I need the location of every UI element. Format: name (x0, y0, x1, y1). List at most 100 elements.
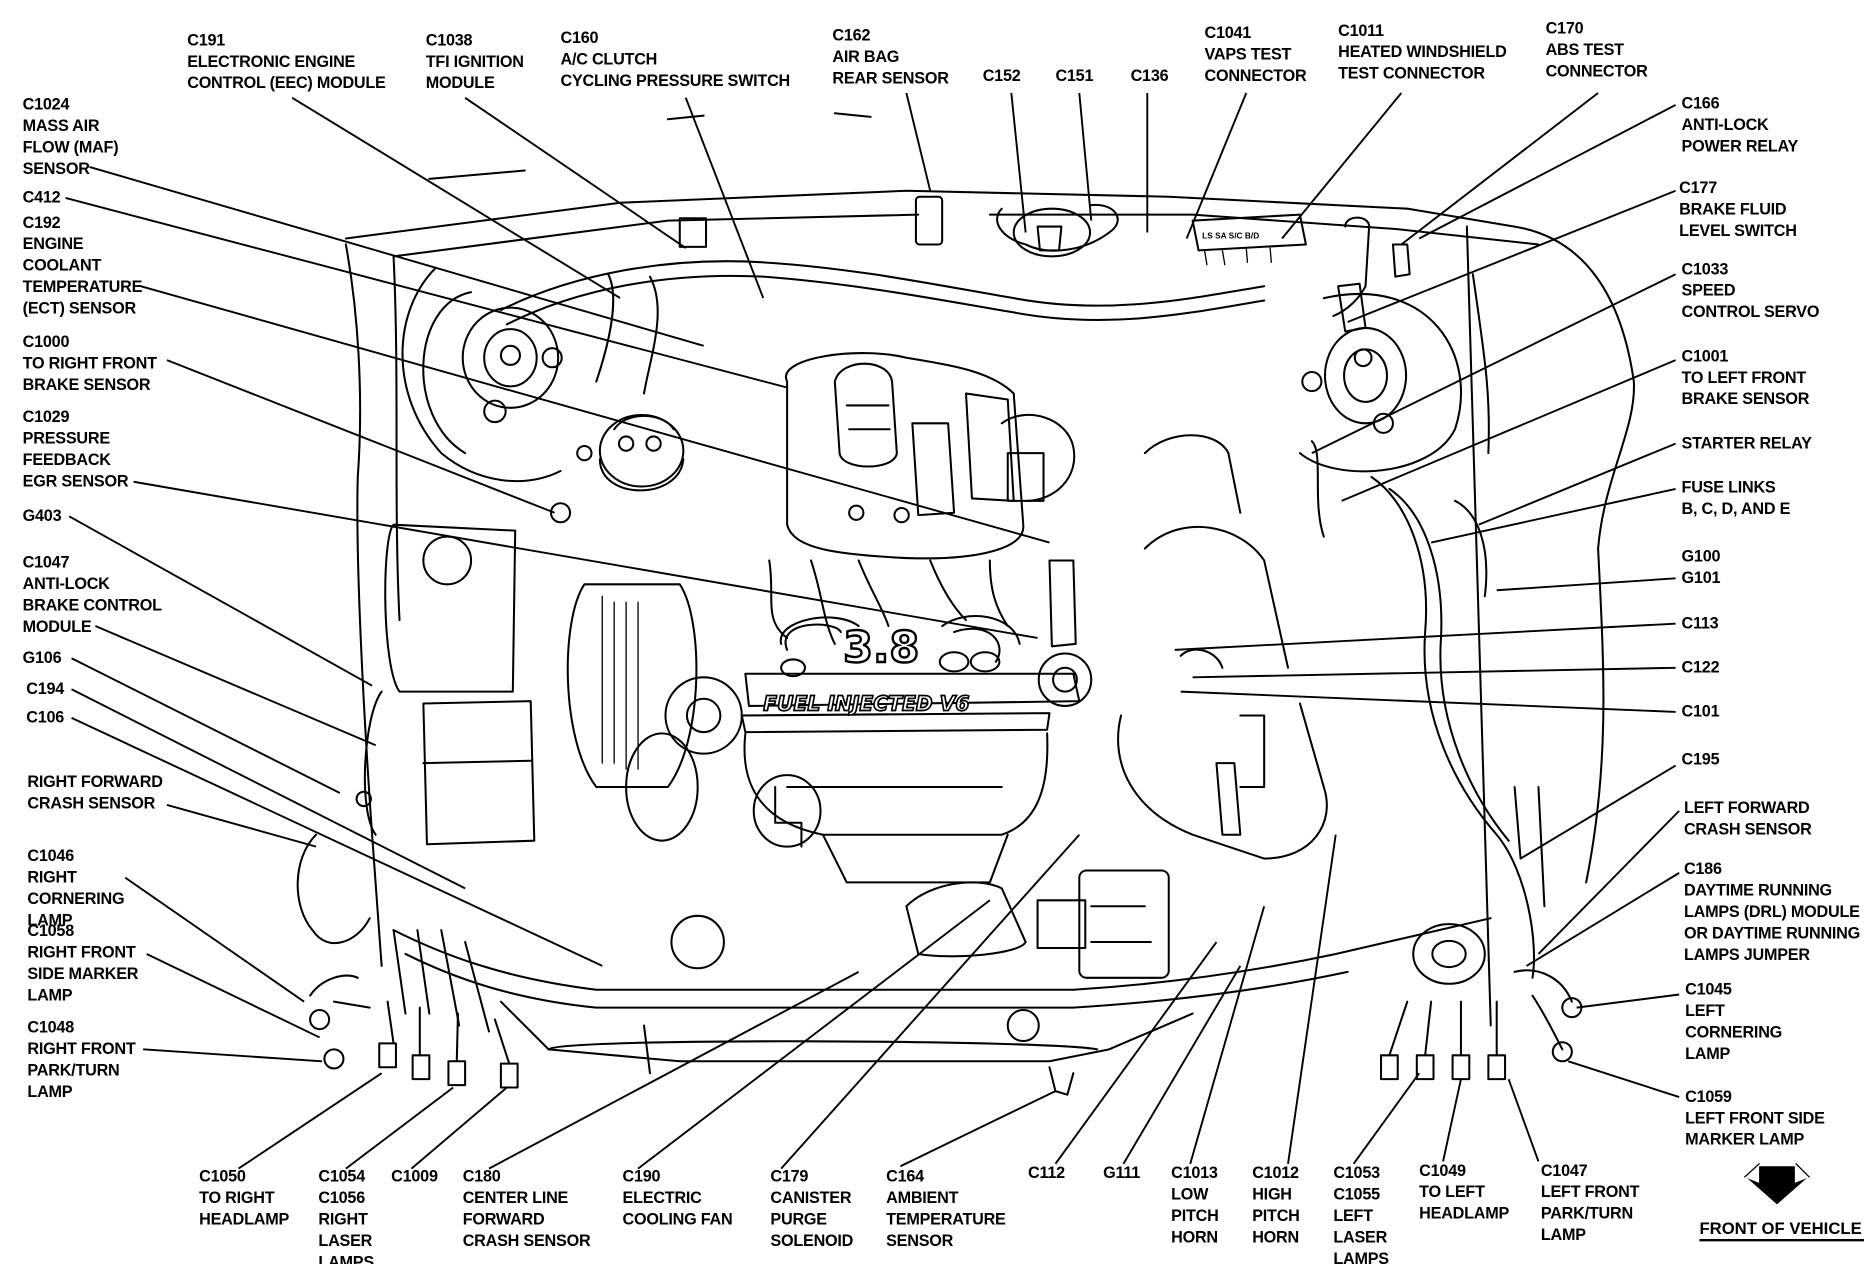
connector-description: CRASH SENSOR (463, 1232, 591, 1250)
engine-displacement: 3.8 (843, 623, 919, 673)
connector-description: RIGHT FRONT (27, 1040, 135, 1058)
leader-line-c1059 (1567, 1060, 1680, 1098)
connector-description: COOLING FAN (623, 1211, 733, 1229)
leader-line-c170 (1400, 92, 1599, 246)
connector-description: B, C, D, AND E (1682, 500, 1791, 518)
connector-description: LASER (1333, 1229, 1387, 1247)
connector-description: CORNERING (27, 890, 124, 908)
leader-line-c113 (1174, 622, 1676, 651)
intake-plenum (785, 352, 1025, 560)
connector-description: LAMP (27, 1083, 72, 1101)
leader-line-c186 (1526, 872, 1680, 967)
leader-line-g106 (71, 657, 341, 794)
connector-description: MASS AIR (23, 117, 100, 135)
connector-id: C151 (1055, 67, 1093, 85)
connector-id: C1013 (1171, 1164, 1218, 1182)
connector-description: PURGE (770, 1211, 827, 1229)
connector-description: PARK/TURN (27, 1062, 119, 1080)
connector-description: HEADLAMP (199, 1211, 289, 1229)
connector-description: TEMPERATURE (886, 1211, 1006, 1229)
leader-line-c101 (1180, 690, 1676, 713)
throttle-body (1000, 414, 1077, 648)
connector-description: SENSOR (886, 1232, 954, 1250)
connector-description: G101 (1682, 569, 1721, 587)
leader-line-c412 (65, 197, 788, 389)
leader-line-fuse-links (1430, 487, 1676, 544)
connector-description: BRAKE FLUID (1679, 201, 1787, 219)
abs-module (363, 690, 536, 846)
connector-id: C1012 (1252, 1164, 1299, 1182)
leader-line-c1011 (1281, 92, 1403, 240)
leader-line-c190 (637, 899, 991, 1170)
connector-description: DAYTIME RUNNING (1684, 882, 1832, 900)
connector-id: C170 (1546, 19, 1584, 37)
connector-description: BRAKE SENSOR (23, 376, 151, 394)
leader-lines (65, 92, 1680, 1170)
connector-description: CONTROL (EEC) MODULE (187, 74, 386, 92)
connector-id: C1038 (426, 31, 473, 49)
connector-id: C1049 (1419, 1162, 1466, 1180)
connector-id: C166 (1682, 95, 1720, 113)
connector-description: TEST CONNECTOR (1338, 65, 1485, 83)
leader-line-c1029 (133, 480, 1038, 639)
leader-line-c1046 (124, 876, 305, 1003)
connector-id: FUSE LINKS (1682, 478, 1776, 496)
connector-id: LEFT FORWARD (1684, 799, 1810, 817)
connector-description: LEFT FRONT (1541, 1183, 1640, 1201)
connector-description: AIR BAG (832, 48, 899, 66)
connector-description: LAMPS (318, 1254, 374, 1264)
connector-description: ANTI-LOCK (23, 575, 110, 593)
connector-description: SOLENOID (770, 1232, 853, 1250)
leader-line-c160 (684, 97, 765, 299)
connector-id: C1058 (27, 922, 74, 940)
connector-description: PITCH (1171, 1207, 1218, 1225)
callout-starter: STARTER RELAY (1682, 434, 1813, 452)
connector-description: LAMPS (DRL) MODULE (1684, 903, 1860, 921)
connector-description: TO LEFT FRONT (1682, 369, 1807, 387)
connector-description: CONNECTOR (1205, 67, 1308, 85)
leader-line-c1001 (1341, 359, 1676, 502)
connector-id: C192 (23, 214, 61, 232)
callout-g106: G106 (23, 649, 62, 667)
connector-description: TO RIGHT (199, 1189, 275, 1207)
connector-description: MARKER LAMP (1685, 1131, 1804, 1149)
connector-id: C122 (1682, 659, 1720, 677)
callout-c195: C195 (1682, 750, 1720, 768)
connector-description: HORN (1252, 1229, 1299, 1247)
connector-description: CANISTER (770, 1189, 851, 1207)
connector-description: COOLANT (23, 257, 102, 275)
connector-description: ABS TEST (1546, 41, 1625, 59)
connector-description: CORNERING (1685, 1023, 1782, 1041)
connector-description: REAR SENSOR (832, 69, 949, 87)
leader-line-c1009 (410, 1086, 508, 1170)
engine-badge: 3.8 FUEL INJECTED V6 (740, 622, 1081, 734)
leader-line-g403 (68, 515, 373, 687)
connector-description: PRESSURE (23, 430, 111, 448)
connector-description: FORWARD (463, 1211, 545, 1229)
radiator-support (392, 917, 1492, 1096)
leader-line-g111 (1122, 965, 1242, 1165)
connector-id: C1046 (27, 847, 74, 865)
connector-description: LAMP (1541, 1226, 1586, 1244)
connector-description: BRAKE CONTROL (23, 597, 162, 615)
connector-description: RIGHT FRONT (27, 944, 135, 962)
leader-line-c195 (1520, 764, 1677, 860)
connector-id: C1024 (23, 96, 70, 114)
connector-description: FEEDBACK (23, 451, 112, 469)
leader-line-g100 (1496, 577, 1676, 592)
connector-id: C106 (26, 709, 64, 727)
connector-description: LAMP (1685, 1045, 1730, 1063)
